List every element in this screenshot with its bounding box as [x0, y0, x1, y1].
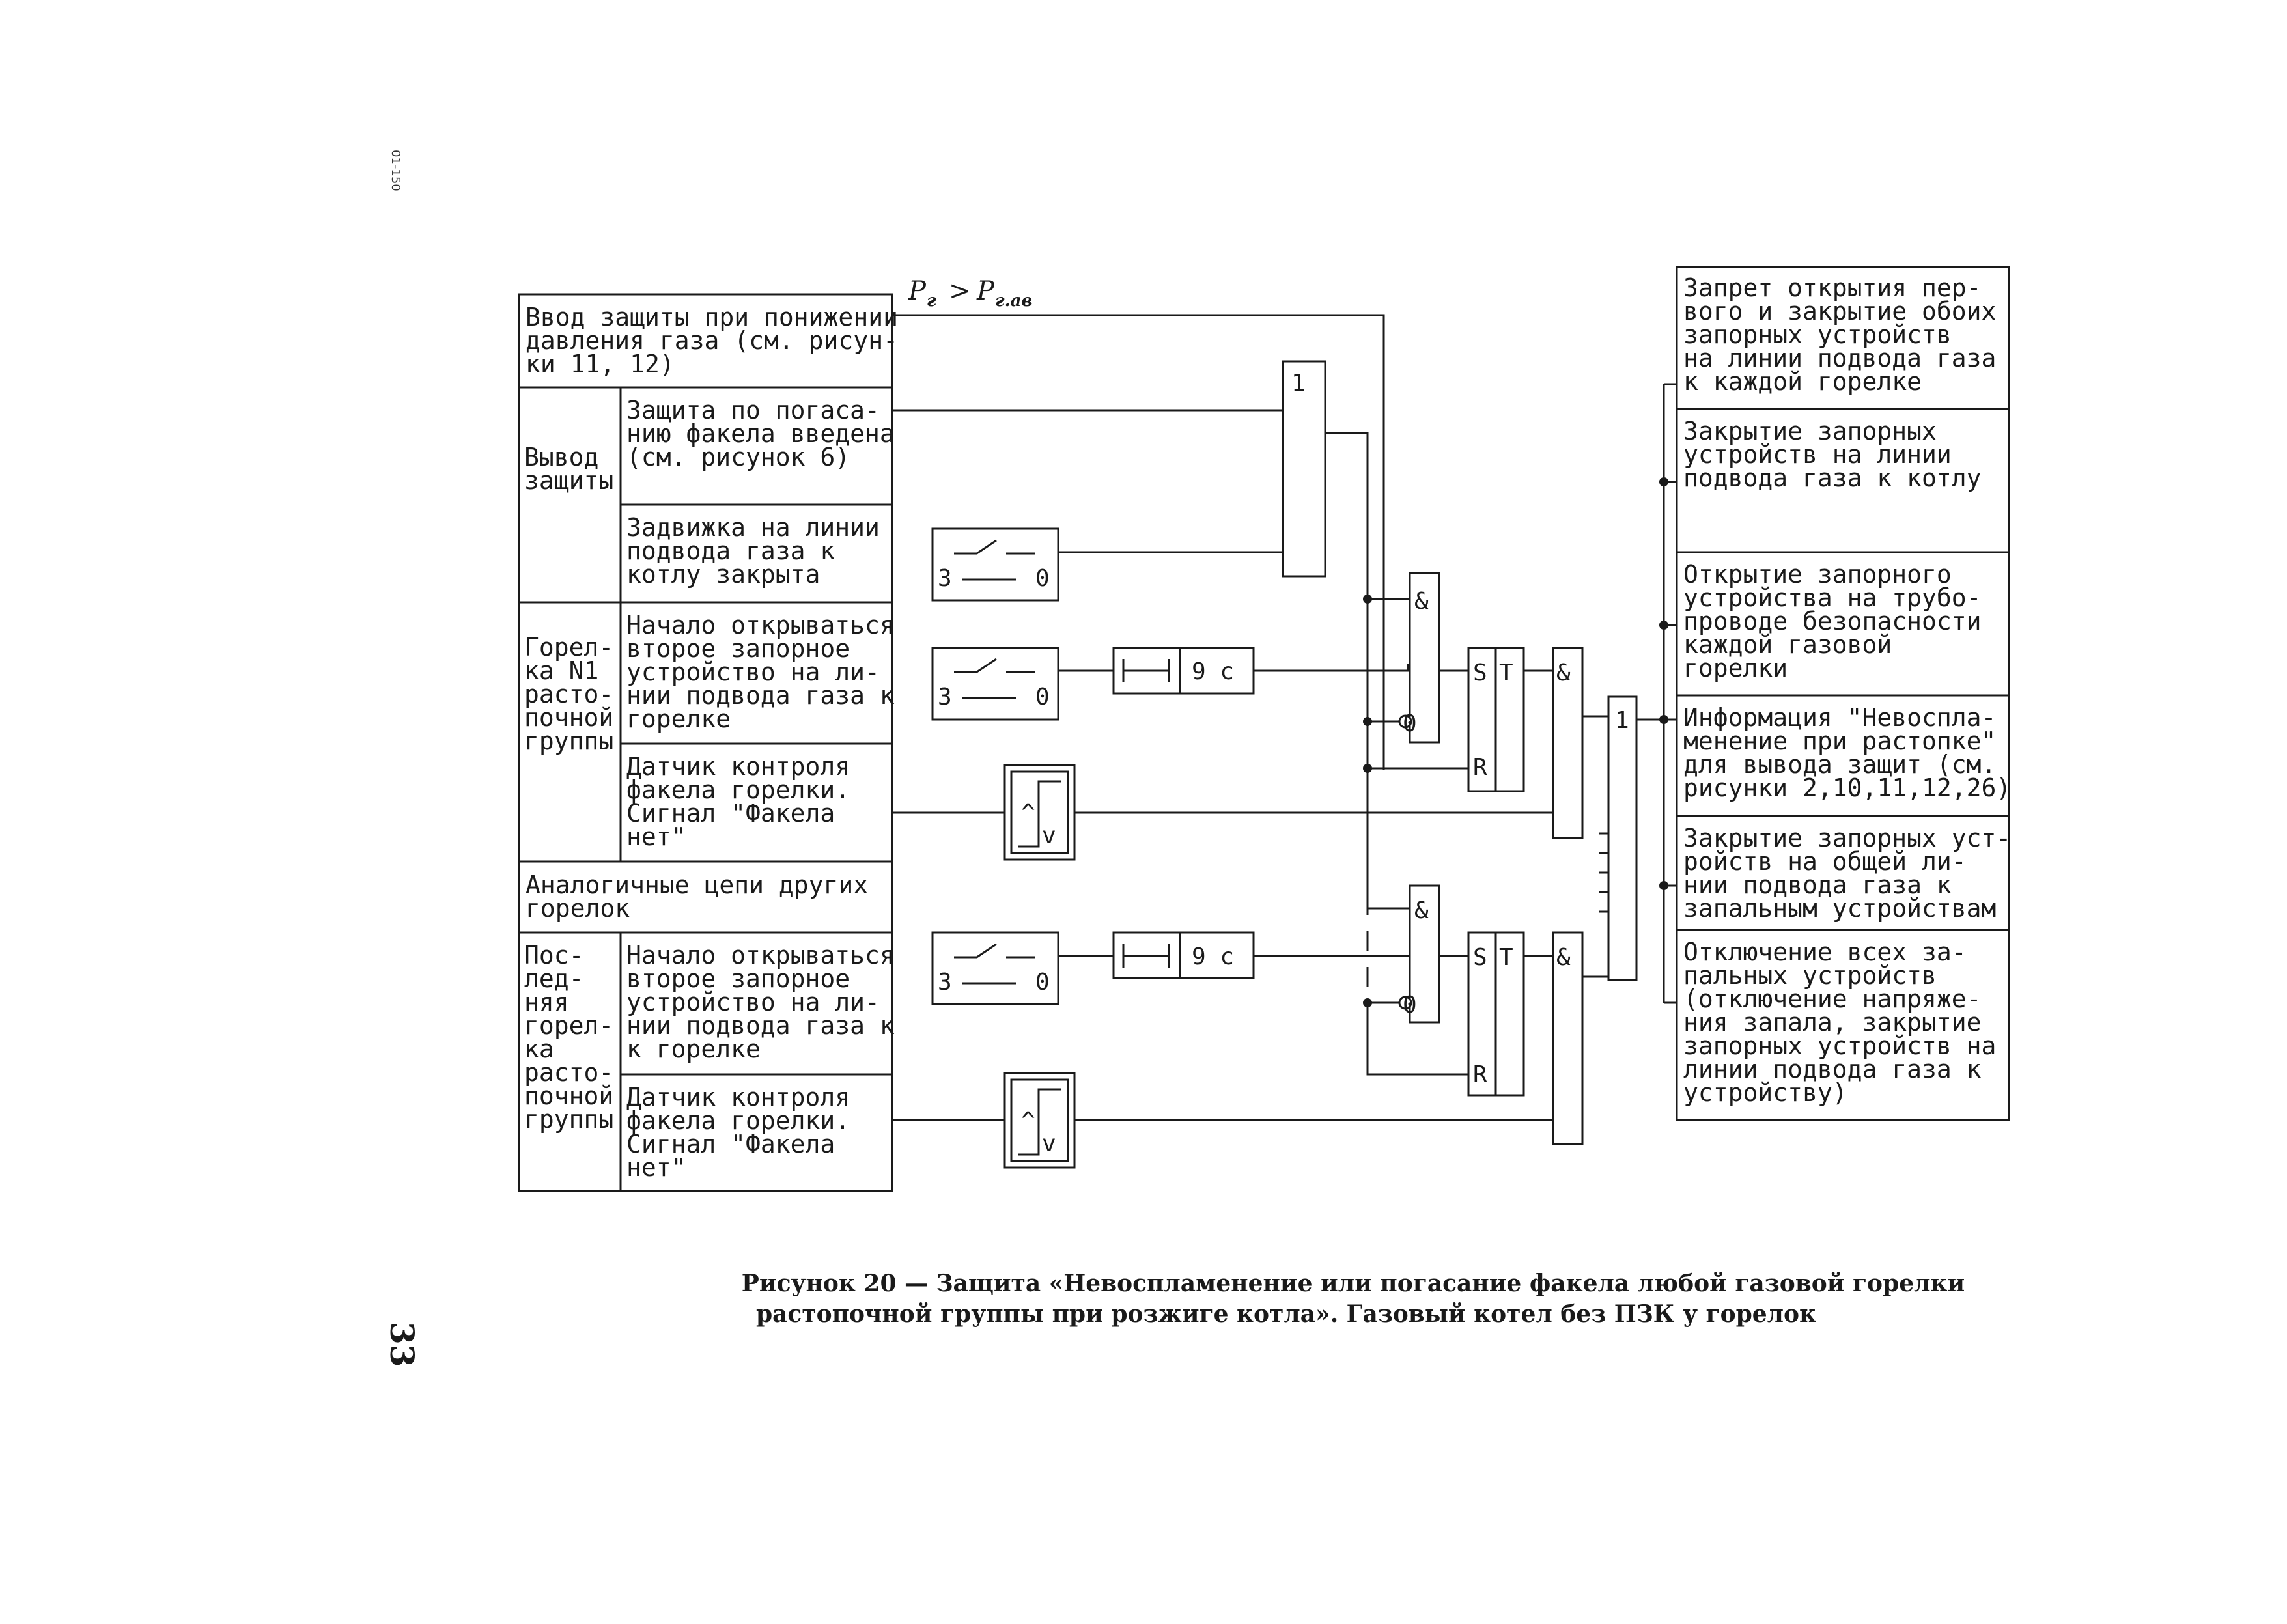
svg-text:1: 1 — [1615, 707, 1629, 734]
and-gate-burner-1: & 0 — [1398, 572, 1440, 744]
last-burner-valve-opening-cell: Начало открываться второе запорное устро… — [626, 941, 910, 1063]
output-information-signal: Информация "Невоспла- менение при растоп… — [1683, 703, 2011, 802]
svg-text:S: S — [1473, 660, 1487, 686]
document-code: 01-150 — [389, 150, 402, 191]
svg-text:R: R — [1473, 1061, 1487, 1088]
and-gate-last-burner: & 0 — [1398, 884, 1440, 1024]
gate-valve-closed-cell: Задвижка на линии подвода газа к котлу з… — [626, 513, 895, 589]
output-disable-igniters: Отключение всех за- пальных устройств (о… — [1683, 938, 2011, 1107]
last-burner-flame-sensor-cell: Датчик контроля факела горелки. Сигнал "… — [626, 1083, 865, 1182]
burner-1-valve-switch: 3 0 — [931, 647, 1059, 721]
svg-text:&: & — [1556, 944, 1571, 971]
pressure-condition-label: P г > P г.ав — [908, 276, 1033, 311]
and-gate-flame-burner-1: & — [1552, 647, 1584, 839]
svg-text:1: 1 — [1291, 370, 1306, 397]
or-gate-input: 1 — [1282, 360, 1326, 578]
burner-1-group-label: Горел- ка N1 расто- почной группы — [524, 633, 628, 755]
last-burner-valve-switch: 3 0 — [931, 931, 1059, 1005]
svg-text:T: T — [1499, 660, 1513, 686]
burner-1-flame-sensor-cell: Датчик контроля факела горелки. Сигнал "… — [626, 752, 865, 851]
svg-text:0: 0 — [1035, 565, 1050, 592]
svg-text:^: ^ — [1021, 1108, 1035, 1134]
svg-text:T: T — [1499, 944, 1513, 971]
svg-text:0: 0 — [1035, 969, 1050, 996]
svg-text:&: & — [1414, 588, 1429, 615]
svg-text:3: 3 — [938, 684, 952, 710]
sr-trigger-burner-1: S T R — [1467, 647, 1525, 792]
svg-text:3: 3 — [938, 565, 952, 592]
output-open-safety-valve: Открытие запорного устройства на трубо- … — [1683, 560, 1996, 682]
page-number: 33 — [383, 1322, 421, 1367]
last-burner-delay-timer: 9 с — [1112, 931, 1255, 979]
svg-text:v: v — [1042, 1130, 1056, 1157]
signal-lines — [892, 314, 1677, 1121]
svg-text:^: ^ — [1021, 800, 1035, 826]
svg-text:0: 0 — [1035, 684, 1050, 710]
svg-text:P: P — [976, 276, 995, 306]
svg-text:9 с: 9 с — [1192, 944, 1234, 970]
svg-text:v: v — [1042, 822, 1056, 849]
svg-text:P: P — [908, 276, 927, 306]
last-burner-flame-threshold: ^ v — [1003, 1072, 1076, 1169]
svg-text:&: & — [1414, 897, 1429, 924]
output-block-first-valve: Запрет открытия пер- вого и закрытие обо… — [1683, 273, 2011, 396]
svg-text:г.ав: г.ав — [995, 291, 1033, 311]
svg-text:R: R — [1473, 754, 1487, 781]
svg-text:0: 0 — [1403, 710, 1417, 737]
burner-1-flame-threshold: ^ v — [1003, 764, 1076, 861]
gas-pressure-input-label: Ввод защиты при понижении давления газа … — [526, 303, 913, 378]
or-gate-output: 1 — [1607, 695, 1638, 981]
other-burners-cell: Аналогичные цепи других горелок — [526, 871, 883, 923]
svg-text:3: 3 — [938, 969, 952, 996]
gate-valve-switch: 3 0 — [931, 527, 1059, 602]
input-signals-table: Ввод защиты при понижении давления газа … — [518, 293, 913, 1192]
svg-text:>: > — [949, 276, 971, 306]
figure-caption-line-2: растопочной группы при розжиге котла». Г… — [756, 1300, 1816, 1328]
svg-text:0: 0 — [1403, 992, 1417, 1018]
output-actions-table: Запрет открытия пер- вого и закрытие обо… — [1676, 266, 2026, 1121]
svg-text:г: г — [927, 291, 936, 311]
burner-1-valve-opening-cell: Начало открываться второе запорное устро… — [626, 611, 910, 733]
sr-trigger-last-burner: S T R — [1467, 931, 1525, 1097]
burner-1-delay-timer: 9 с — [1112, 647, 1255, 695]
svg-text:S: S — [1473, 944, 1487, 971]
svg-text:9 с: 9 с — [1192, 658, 1234, 685]
last-burner-group-label: Пос- лед- няя горел- ка расто- почной гр… — [524, 941, 628, 1134]
and-gate-flame-last-burner: & — [1552, 931, 1584, 1145]
output-close-boiler-valves: Закрытие запорных устройств на линии под… — [1683, 417, 1982, 492]
figure-caption-line-1: Рисунок 20 — Защита «Невоспламенение или… — [742, 1270, 1965, 1297]
junction-dots — [1363, 477, 1668, 1007]
protection-output-group-label: Вывод защиты — [524, 443, 613, 495]
output-close-igniter-line: Закрытие запорных уст- ройств на общей л… — [1683, 824, 2026, 923]
svg-text:&: & — [1556, 660, 1571, 686]
flame-extinction-protection-cell: Защита по погаса- нию факела введена (см… — [626, 396, 910, 471]
